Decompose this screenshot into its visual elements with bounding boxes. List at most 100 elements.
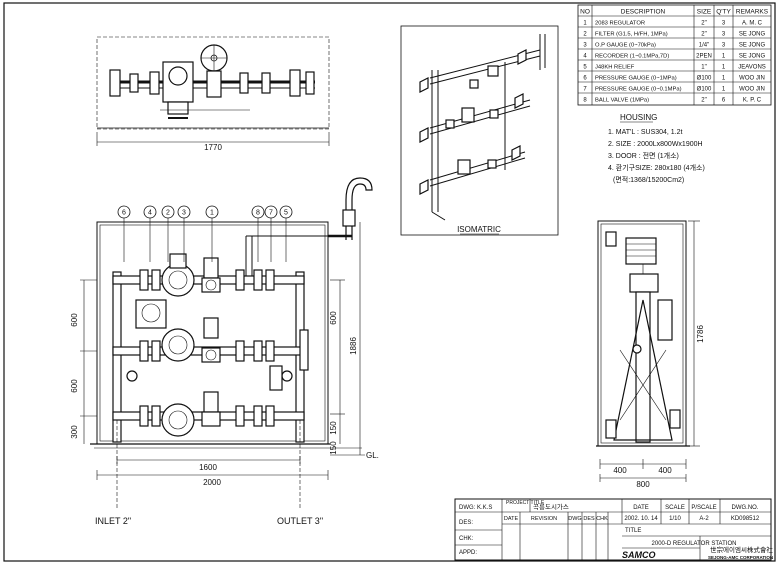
front-view: 600 600 300 600 1886 150 150 GL. 1600 20… (70, 177, 379, 526)
bom-row-6-description: PRESSURE GAUGE (0~1MPa) (595, 76, 677, 82)
dim-front-right-600: 600 (329, 311, 338, 325)
bom-row-6-remarks: WOO JIN (739, 76, 765, 82)
bom-header-qty: Q'TY (716, 9, 731, 16)
bom-header-no: NO (580, 9, 590, 16)
bom-table: NO DESCRIPTION SIZE Q'TY REMARKS 1 2083 R… (577, 4, 772, 106)
bom-row-5-no: 5 (583, 65, 587, 71)
dim-top-width: 1770 (204, 143, 222, 152)
tb-pscale-value: A-2 (699, 516, 709, 522)
housing-title: HOUSING (620, 113, 657, 122)
tb-appd-label: APPD: (459, 550, 477, 556)
bom-row-8-no: 8 (583, 98, 587, 104)
dim-ground-level: GL. (366, 451, 379, 460)
bom-row-1-remarks: A. M. C (742, 21, 763, 27)
tb-title-value: 2000-D REGULATOR STATION (652, 541, 737, 547)
dim-front-2000: 2000 (203, 478, 221, 487)
bom-row-7-description: PRESSURE GAUGE (0~0.1MPa) (595, 87, 682, 93)
bom-row-4-size: 2PEN (696, 54, 712, 60)
housing-note-3: 3. DOOR : 전면 (1개소) (608, 151, 679, 160)
tb-dwgno-value: KD098512 (731, 516, 760, 522)
tb-rev-dwg: DWG (568, 516, 581, 522)
bom-row-3-description: O.P GAUGE (0~70kPa) (595, 43, 656, 49)
tb-rev-chk: CHK (596, 516, 608, 522)
housing-note-2: 2. SIZE : 2000Lx800Wx1900H (608, 141, 703, 148)
bom-row-1-no: 1 (583, 21, 587, 27)
dim-side-400b: 400 (658, 466, 672, 475)
bom-row-5-qty: 1 (722, 65, 726, 71)
tb-rev-revision: REVISION (531, 516, 557, 522)
bom-row-8-remarks: K. P. C (743, 98, 762, 104)
bom-row-2-description: FILTER (G1.5, H/FH, 1MPa) (595, 32, 668, 38)
bom-row-5-remarks: JEAVONS (738, 65, 766, 71)
bom-row-5-size: 1" (701, 65, 706, 71)
bom-row-7-no: 7 (583, 87, 587, 93)
tb-dwg-label: DWG: K.K.S (459, 505, 492, 511)
dim-front-right-1886: 1886 (349, 337, 358, 355)
bom-row-7-remarks: WOO JIN (739, 87, 765, 93)
inlet-label: INLET 2" (95, 516, 131, 526)
outlet-label: OUTLET 3" (277, 516, 323, 526)
bom-row-7-qty: 1 (722, 87, 726, 93)
tb-rev-des: DES (583, 516, 595, 522)
isometric-view: ISOMATRIC (400, 25, 559, 236)
tb-project-name: 곡릉도시가스 (533, 502, 569, 511)
tb-title-label: TITLE (625, 528, 641, 534)
samco-logo: SAMCO (622, 550, 656, 560)
balloon-label-8: 8 (256, 210, 260, 217)
dim-front-left-600a: 600 (70, 313, 79, 327)
balloon-label-1: 1 (210, 210, 214, 217)
bom-row-4-qty: 1 (722, 54, 726, 60)
bom-row-4-no: 4 (583, 54, 587, 60)
dim-side-800: 800 (636, 480, 650, 489)
bom-row-2-qty: 3 (722, 32, 726, 38)
tb-company-ko: 世宗에이엠씨株式會社 (710, 545, 773, 554)
balloon-label-4: 4 (148, 210, 152, 217)
bom-row-8-description: BALL VALVE (1MPa) (595, 98, 649, 104)
tb-pscale-label: P/SCALE (691, 505, 716, 511)
bom-row-3-no: 3 (583, 43, 587, 49)
dim-front-right-150a: 150 (329, 421, 338, 435)
bom-row-8-qty: 6 (722, 98, 726, 104)
bom-row-3-remarks: SE JONG (739, 43, 766, 49)
balloon-label-2: 2 (166, 210, 170, 217)
bom-header-size: SIZE (697, 9, 712, 16)
bom-row-8-size: 2" (701, 98, 706, 104)
bom-row-1-description: 2083 REGULATOR (595, 21, 645, 27)
bom-row-5-description: J48KH RELIEF (595, 65, 635, 71)
tb-rev-date: DATE (504, 516, 519, 522)
bom-header-remarks: REMARKS (736, 9, 769, 16)
bom-row-2-size: 2" (701, 32, 706, 38)
balloon-label-7: 7 (269, 210, 273, 217)
bom-row-4-description: RECORDER (1~0.1MPa,7D) (595, 54, 669, 60)
tb-chk-label: CHK: (459, 536, 474, 542)
dim-front-1600: 1600 (199, 463, 217, 472)
top-view: 1770 (96, 36, 330, 152)
tb-date-label: DATE (633, 505, 649, 511)
tb-scale-value: 1/10 (669, 516, 681, 522)
tb-dwgno-label: DWG.NO. (732, 505, 759, 511)
housing-notes: HOUSING 1. MAT'L : SUS304, 1.2t 2. SIZE … (608, 113, 705, 184)
bom-row-3-qty: 3 (722, 43, 726, 49)
housing-note-5: (면적:1368/15200Cm2) (613, 175, 684, 184)
title-block: DWG: K.K.S PROJECT TITLE 곡릉도시가스 DATE 200… (454, 498, 773, 561)
balloon-label-3: 3 (182, 210, 186, 217)
bom-row-1-qty: 3 (722, 21, 726, 27)
side-view: 1786 400 400 800 (596, 220, 705, 489)
bom-row-2-no: 2 (583, 32, 587, 38)
bom-row-6-qty: 1 (722, 76, 726, 82)
tb-company-en: SEJONG-AMC CORPORATION (708, 555, 773, 560)
bom-header-description: DESCRIPTION (621, 9, 666, 16)
balloon-label-6: 6 (122, 210, 126, 217)
isometric-label: ISOMATRIC (457, 225, 501, 234)
dim-front-left-300: 300 (70, 425, 79, 439)
dim-side-1786: 1786 (696, 325, 705, 343)
bom-row-7-size: Ø100 (697, 87, 712, 93)
housing-note-4: 4. 환기구SIZE: 280x180 (4개소) (608, 163, 705, 172)
tb-des-label: DES: (459, 520, 473, 526)
tb-date-value: 2002. 10. 14 (624, 516, 658, 522)
bom-row-1-size: 2" (701, 21, 706, 27)
dim-side-400a: 400 (613, 466, 627, 475)
bom-row-6-size: Ø100 (697, 76, 712, 82)
tb-scale-label: SCALE (665, 505, 685, 511)
bom-row-6-no: 6 (583, 76, 587, 82)
